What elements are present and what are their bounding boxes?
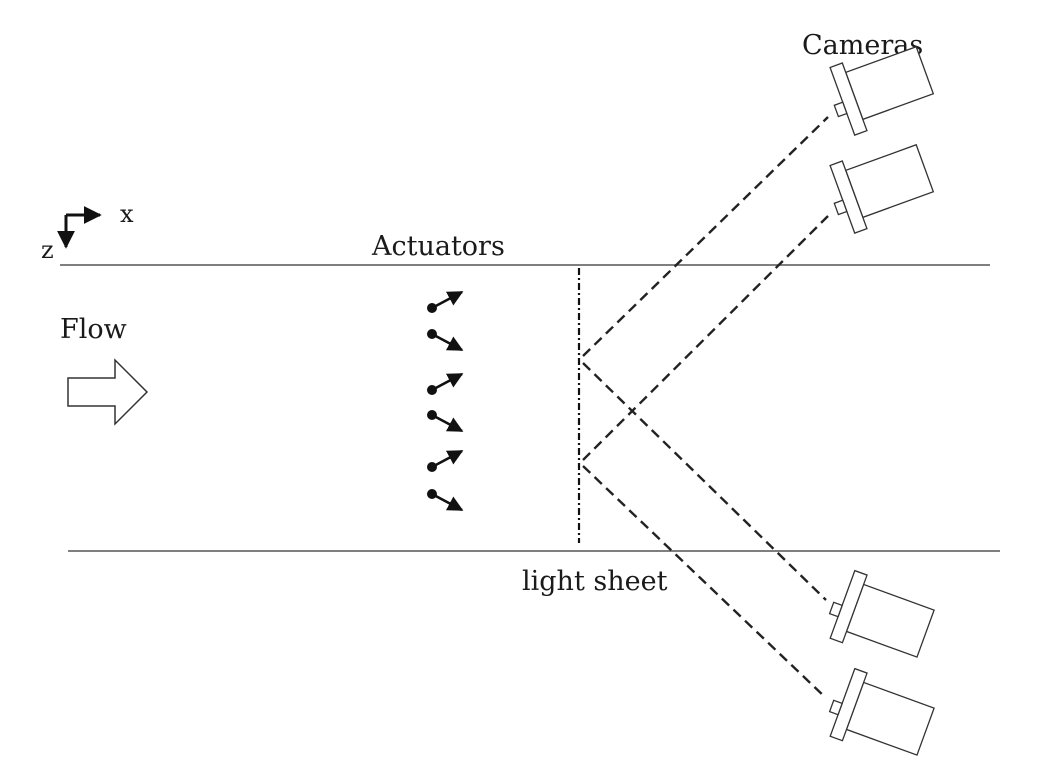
actuators-label: Actuators (371, 231, 505, 262)
actuator (427, 489, 464, 512)
actuator-arrow (431, 372, 464, 392)
axes-indicator: x z (41, 200, 134, 264)
camera-flange (829, 667, 868, 742)
actuator-arrow (431, 449, 464, 469)
flow-label: Flow (60, 314, 127, 345)
actuator-arrow (431, 492, 464, 512)
lines-of-sight (582, 116, 829, 699)
camera-lens (828, 601, 844, 618)
actuator-arrow (431, 413, 464, 433)
camera-flange (829, 569, 868, 644)
camera-icon (829, 45, 935, 136)
flow-arrow-icon (67, 358, 149, 426)
actuator (427, 329, 464, 352)
camera-lens (828, 699, 844, 716)
actuator (427, 372, 464, 395)
actuator-arrow (431, 290, 464, 310)
actuator-group (427, 290, 464, 512)
z-axis-label: z (41, 236, 54, 264)
actuator (427, 410, 464, 433)
light-sheet-label: light sheet (522, 566, 668, 597)
x-axis-label: x (120, 200, 134, 228)
camera-lens (833, 199, 848, 216)
camera-flange (829, 62, 868, 136)
actuator-arrow (431, 332, 464, 352)
sight-line-camera-4 (582, 465, 827, 699)
camera-group (828, 45, 935, 756)
sight-line-camera-3 (582, 362, 827, 601)
actuator (427, 449, 464, 472)
camera-icon (828, 569, 935, 658)
actuator (427, 290, 464, 313)
sight-line-camera-2 (582, 215, 829, 461)
camera-flange (829, 160, 868, 234)
sight-line-camera-1 (582, 116, 829, 357)
camera-lens (833, 101, 848, 118)
camera-icon (828, 667, 935, 756)
camera-icon (829, 143, 935, 234)
